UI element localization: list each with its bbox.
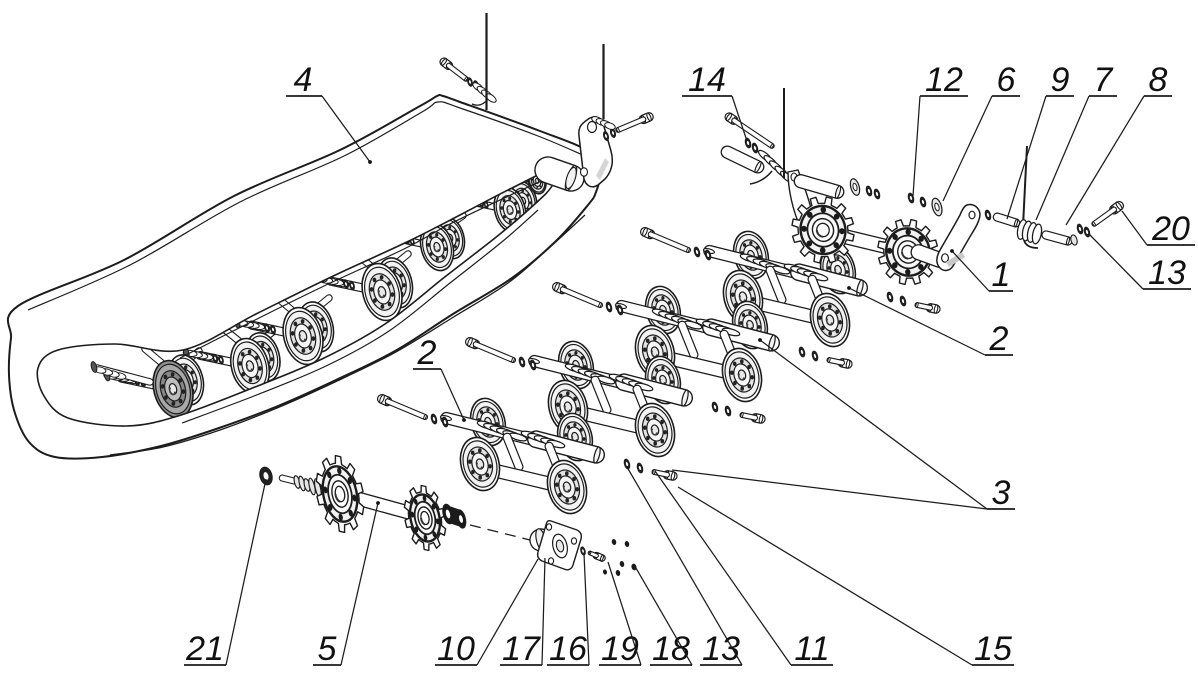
svg-text:17: 17	[502, 630, 541, 668]
svg-text:16: 16	[549, 630, 587, 668]
svg-text:13: 13	[1148, 254, 1186, 292]
svg-text:19: 19	[601, 630, 639, 668]
svg-text:5: 5	[318, 630, 337, 668]
svg-text:20: 20	[1151, 210, 1190, 248]
svg-text:13: 13	[702, 630, 740, 668]
svg-text:18: 18	[652, 630, 690, 668]
svg-text:2: 2	[417, 334, 437, 372]
svg-text:9: 9	[1051, 61, 1070, 99]
svg-text:15: 15	[974, 630, 1012, 668]
svg-text:6: 6	[997, 61, 1016, 99]
svg-text:8: 8	[1149, 61, 1168, 99]
svg-text:21: 21	[185, 630, 224, 668]
svg-text:7: 7	[1094, 61, 1114, 99]
svg-text:1: 1	[992, 256, 1011, 294]
svg-text:12: 12	[925, 61, 963, 99]
svg-text:10: 10	[437, 630, 475, 668]
svg-text:14: 14	[688, 61, 726, 99]
svg-text:11: 11	[794, 630, 829, 668]
svg-text:4: 4	[294, 61, 313, 99]
svg-text:3: 3	[992, 474, 1011, 512]
svg-text:2: 2	[989, 320, 1009, 358]
